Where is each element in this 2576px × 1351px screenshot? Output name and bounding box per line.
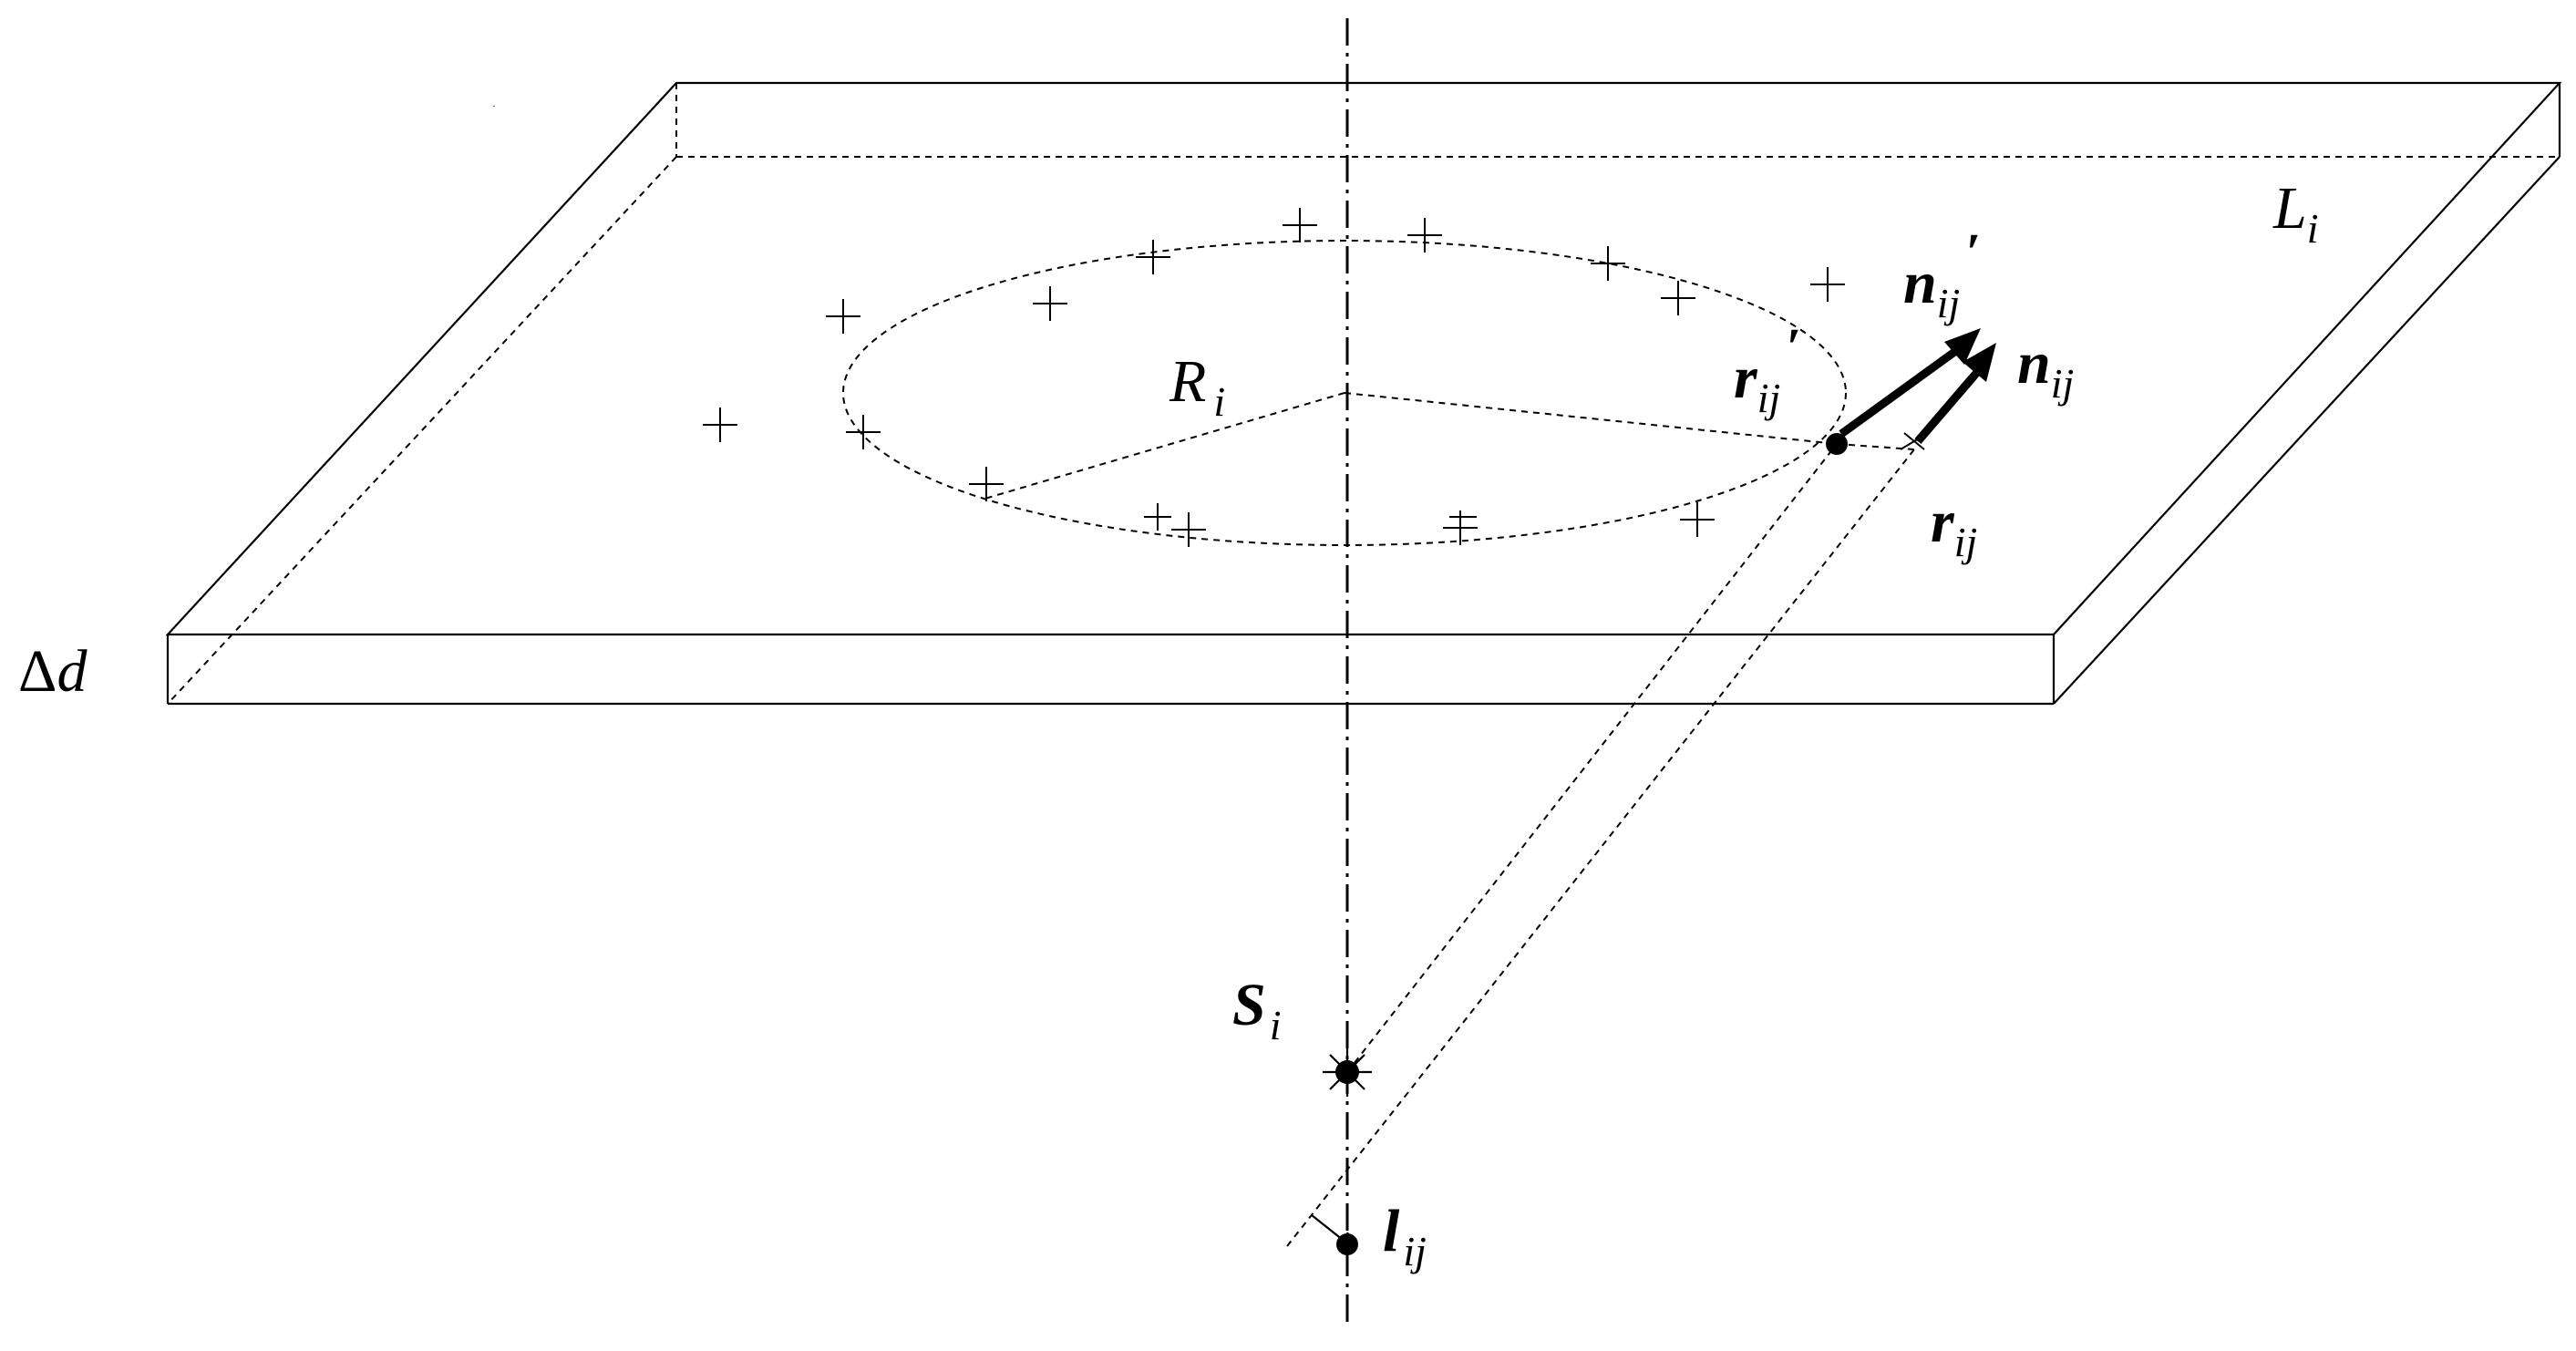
n-prime-arrowhead-icon xyxy=(1944,328,1981,365)
slab-right-bottom-edge xyxy=(2053,156,2561,705)
offset-point xyxy=(1336,1233,1358,1255)
label-layer: Li xyxy=(2272,175,2319,252)
label-source: Si xyxy=(1232,972,1282,1048)
label-n-prime: nij′ xyxy=(1903,222,1981,326)
plus-marker xyxy=(1443,510,1478,545)
plus-marker xyxy=(1407,218,1442,253)
n-prime-arrow-shaft xyxy=(1839,346,1960,438)
plus-marker xyxy=(1144,503,1171,531)
label-r-prime: rij′ xyxy=(1734,317,1801,421)
radius-line xyxy=(981,392,1345,500)
slab-top-face xyxy=(165,81,2562,636)
marker-group xyxy=(703,208,1929,547)
point-r-prime xyxy=(1826,433,1848,455)
label-n: nij xyxy=(2017,330,2074,407)
slab-hidden-left-bottom-edge xyxy=(167,156,677,705)
radius-circle xyxy=(842,240,1847,546)
plus-marker xyxy=(826,299,860,334)
layer-slab xyxy=(165,81,2562,706)
plus-marker xyxy=(969,467,1004,501)
stray-dot: · xyxy=(492,99,496,112)
projection-line-r xyxy=(1286,449,1915,1247)
plus-marker xyxy=(1033,286,1067,321)
plus-marker xyxy=(846,415,881,449)
plus-marker xyxy=(703,407,737,442)
plus-marker xyxy=(1661,281,1695,315)
plus-marker xyxy=(1591,246,1625,281)
n-arrow-shaft-extension xyxy=(1914,367,1983,444)
plus-marker xyxy=(1136,240,1170,274)
label-thickness: Δd xyxy=(18,638,88,705)
projection-line-r-prime xyxy=(1346,443,1838,1073)
label-r: rij xyxy=(1931,489,1977,565)
plus-marker xyxy=(1283,208,1317,242)
label-offset: lij xyxy=(1383,1198,1427,1274)
source-star-icon xyxy=(1323,1047,1372,1097)
plus-marker xyxy=(1171,512,1206,547)
plus-marker xyxy=(1810,267,1845,302)
n-arrowhead-icon xyxy=(1963,343,1996,382)
plus-marker xyxy=(1680,502,1715,537)
